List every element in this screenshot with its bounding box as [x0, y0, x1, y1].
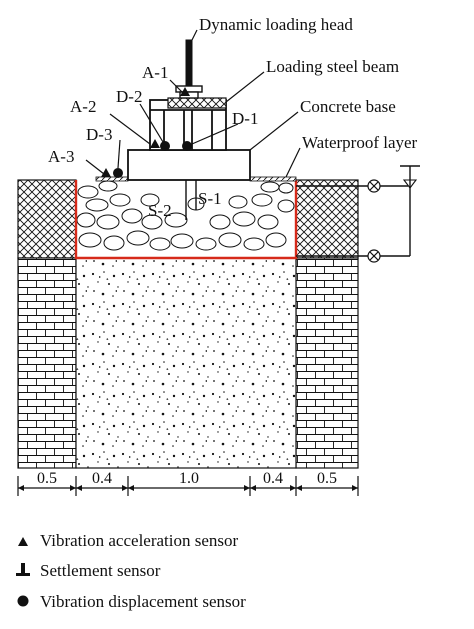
water-level-icon: [402, 179, 418, 189]
circle-icon: [17, 595, 29, 607]
dimension-0-4-right: 0.4: [263, 470, 283, 487]
valve-icon: [367, 179, 381, 193]
label-waterproof-layer: Waterproof layer: [302, 133, 418, 152]
legend-label-settlement: Settlement sensor: [40, 561, 161, 580]
drain-pipe: [296, 165, 420, 257]
soil-left-crosshatch: [17, 179, 77, 259]
sensor-a2-triangle-icon: [150, 139, 160, 148]
dimension-1-0: 1.0: [179, 470, 199, 487]
concrete-base: [127, 149, 251, 181]
waterproof-layer-strip: [249, 176, 297, 182]
sensor-d2-circle-icon: [160, 141, 170, 151]
subgrade-fill: [75, 257, 297, 469]
sensor-a1-triangle-icon: [180, 87, 190, 96]
sensor-d1-circle-icon: [182, 141, 192, 151]
waterproof-layer-strip-left: [95, 176, 129, 182]
label-concrete-base: Concrete base: [300, 97, 396, 116]
brick-wall-right: [295, 257, 359, 469]
dimension-0-4-left: 0.4: [92, 470, 112, 487]
label-sensor-a1: A-1: [142, 63, 168, 82]
label-sensor-d1: D-1: [232, 109, 258, 128]
settlement-rods: [185, 180, 197, 220]
legend: Vibration acceleration sensor Settlement…: [16, 531, 246, 611]
label-loading-steel-beam: Loading steel beam: [266, 57, 399, 76]
label-sensor-a2: A-2: [70, 97, 96, 116]
label-sensor-s1: S-1: [198, 189, 222, 208]
label-sensor-d2: D-2: [116, 87, 142, 106]
dimension-arrows: [18, 485, 358, 491]
label-dynamic-loading-head: Dynamic loading head: [199, 15, 353, 34]
sensor-d3-circle-icon: [113, 168, 123, 178]
dimension-0-5-right: 0.5: [317, 470, 337, 487]
settlement-icon: [16, 563, 30, 576]
beam-top-plate: [167, 97, 227, 109]
label-sensor-a3: A-3: [48, 147, 74, 166]
legend-label-acceleration: Vibration acceleration sensor: [40, 531, 239, 550]
dimension-0-5-left: 0.5: [37, 470, 57, 487]
leader-lines: [85, 29, 301, 178]
brick-wall-left: [17, 257, 77, 469]
label-sensor-d3: D-3: [86, 125, 112, 144]
valve-icon: [367, 249, 381, 263]
sensor-a3-triangle-icon: [101, 168, 111, 177]
pit-boundary-line: [74, 180, 298, 260]
label-sensor-s2: S-2: [148, 201, 172, 220]
soil-right-crosshatch: [295, 179, 359, 259]
triangle-icon: [18, 537, 28, 546]
legend-label-displacement: Vibration displacement sensor: [40, 592, 246, 611]
